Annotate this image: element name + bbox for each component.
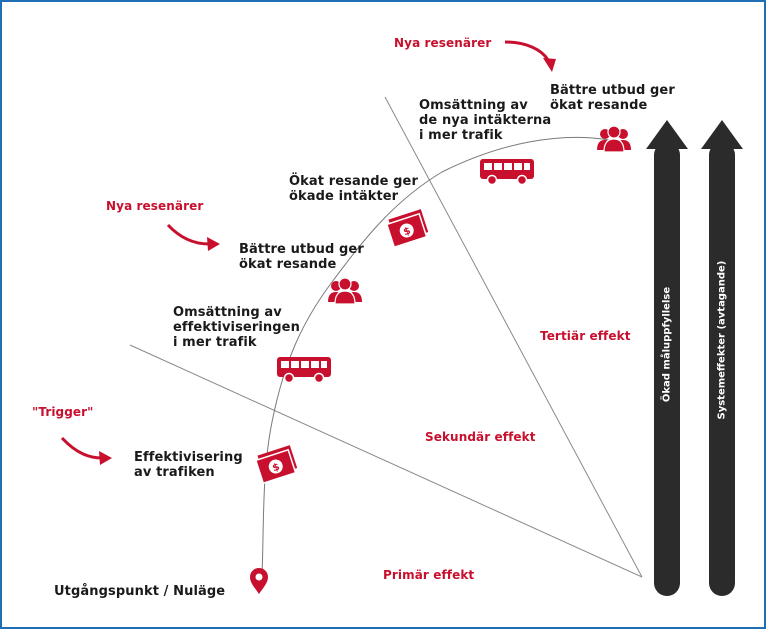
label-zone-secondary: Sekundär effekt: [425, 430, 536, 444]
label-new-travellers-1: Nya resenärer: [106, 199, 204, 213]
bus-icon: [276, 356, 332, 384]
arrowhead-icon: [207, 237, 220, 251]
label-start: Utgångspunkt / Nuläge: [54, 584, 226, 599]
arrowhead-icon: [543, 58, 556, 72]
goal-arrow-shaft: [654, 142, 680, 596]
label-reinvest-efficiency: Omsättning av effektiviseringen i mer tr…: [173, 305, 300, 350]
location-pin-icon: [250, 568, 268, 594]
label-system-arrow: Systemeffekter (avtagande): [716, 260, 728, 420]
new-travellers-arrow-1: [166, 223, 210, 246]
label-zone-primary: Primär effekt: [383, 568, 475, 582]
label-better-service-2: Bättre utbud ger ökat resande: [550, 83, 675, 113]
divider-secondary: [129, 344, 643, 578]
label-more-travel-revenue: Ökat resande ger ökade intäkter: [289, 174, 418, 204]
label-goal-arrow: Ökad måluppfyllelse: [661, 286, 673, 403]
label-better-service-1: Bättre utbud ger ökat resande: [239, 242, 364, 272]
trigger-arrow: [60, 436, 103, 460]
label-efficiency: Effektivisering av trafiken: [134, 450, 243, 480]
system-arrow-head: [701, 120, 743, 149]
money-icon: [253, 444, 300, 484]
label-new-travellers-2: Nya resenärer: [394, 36, 492, 50]
label-reinvest-revenue: Omsättning av de nya intäkterna i mer tr…: [419, 98, 552, 143]
divider-tertiary: [384, 96, 643, 578]
new-travellers-arrow-2: [504, 40, 550, 61]
system-arrow-shaft: [709, 142, 735, 596]
goal-arrow-head: [646, 120, 688, 149]
label-trigger: "Trigger": [32, 405, 94, 419]
money-icon: [384, 208, 431, 248]
people-icon: [327, 277, 363, 305]
bus-icon: [479, 158, 535, 186]
arrowhead-icon: [99, 451, 112, 465]
label-zone-tertiary: Tertiär effekt: [540, 329, 631, 343]
